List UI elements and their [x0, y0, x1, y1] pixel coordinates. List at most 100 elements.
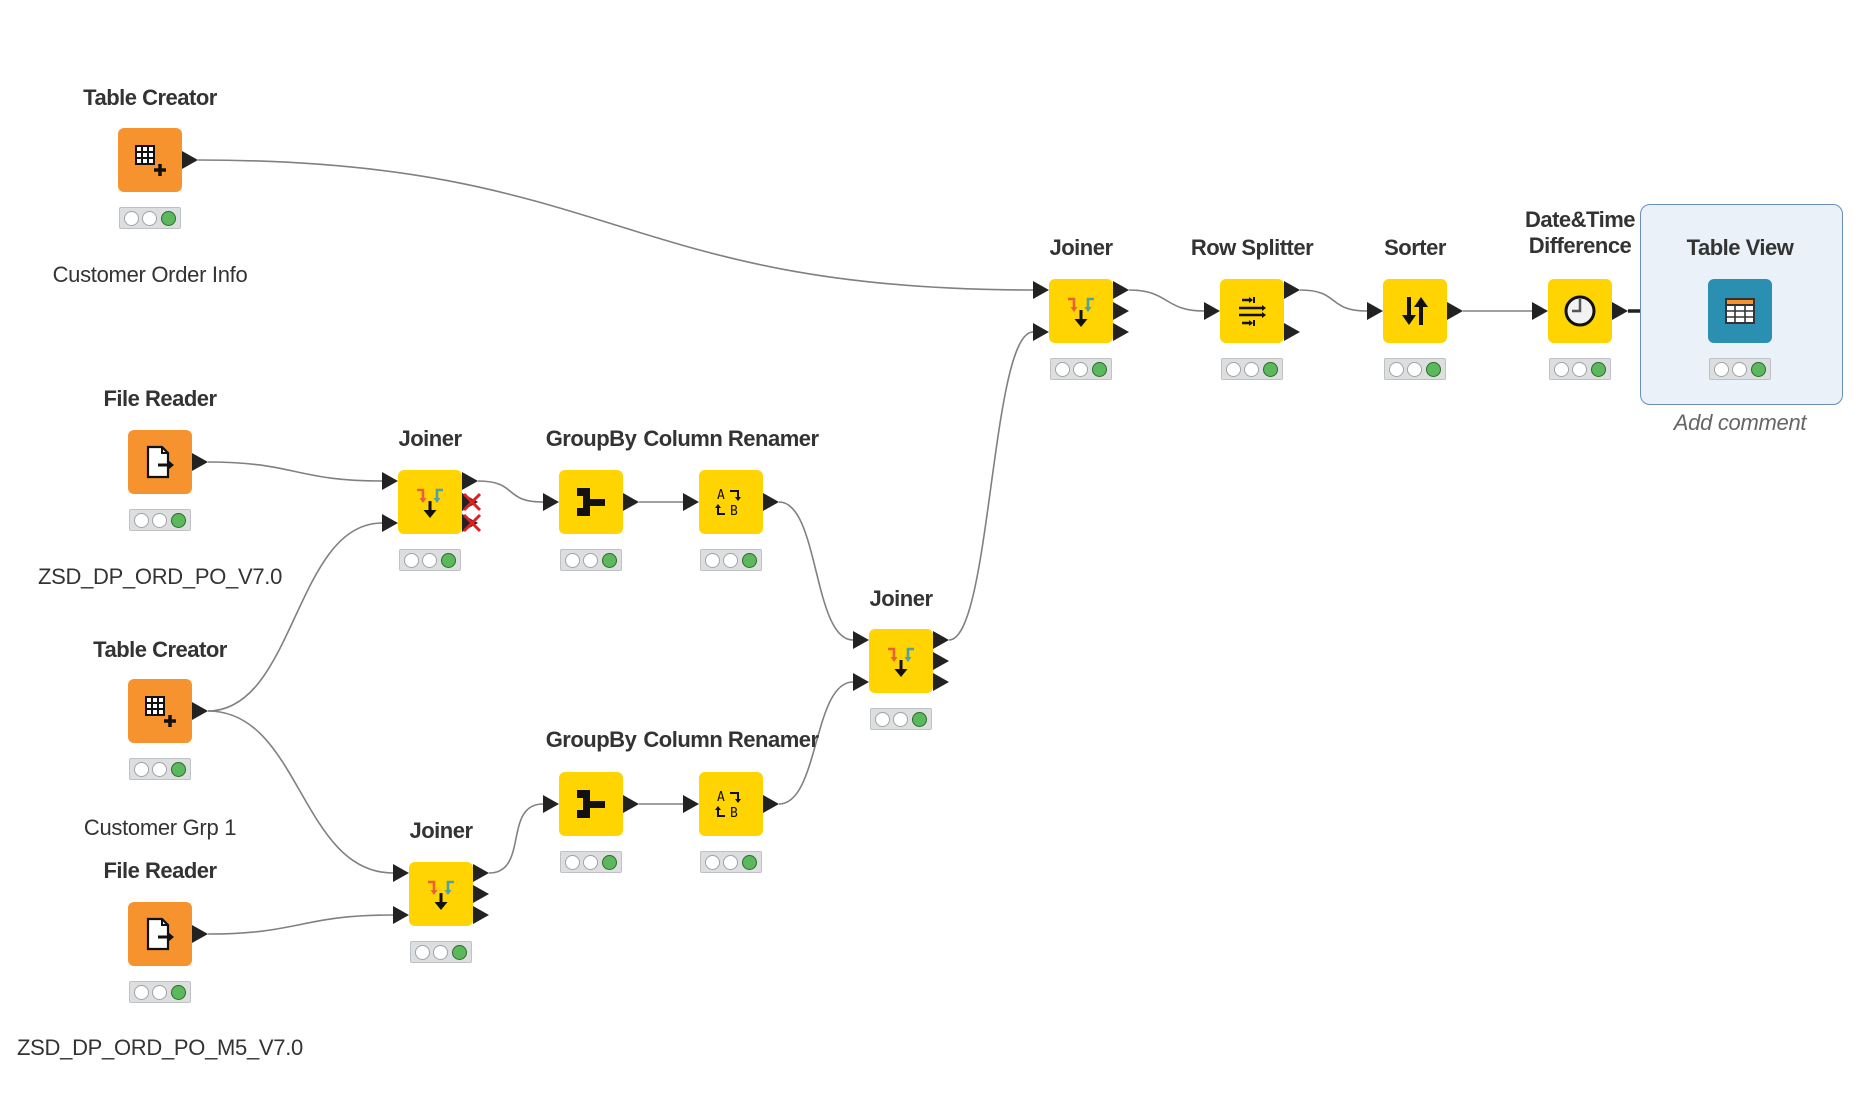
status-light-green	[161, 210, 177, 226]
node-so[interactable]	[1383, 279, 1447, 343]
status-light-red	[1054, 361, 1070, 377]
output-port-tc1-0[interactable]	[182, 151, 198, 169]
node-label-dt[interactable]: Date&Time Difference	[1524, 207, 1636, 258]
input-port-rs-0[interactable]	[1204, 302, 1220, 320]
output-port-rs-0[interactable]	[1284, 281, 1300, 299]
node-rs[interactable]	[1220, 279, 1284, 343]
node-tc1[interactable]	[118, 128, 182, 192]
connection-j2-gb2[interactable]	[488, 803, 544, 874]
node-label-tc2[interactable]: Table Creator	[93, 637, 227, 662]
node-comment-fr2[interactable]: ZSD_DP_ORD_PO_M5_V7.0	[17, 1035, 303, 1060]
input-port-j1-0[interactable]	[382, 472, 398, 490]
output-port-tc2-0[interactable]	[192, 702, 208, 720]
output-port-j1-0[interactable]	[462, 472, 478, 490]
output-port-fr2-0[interactable]	[192, 925, 208, 943]
node-comment-fr1[interactable]: ZSD_DP_ORD_PO_V7.0	[37, 564, 283, 589]
input-port-gb1-0[interactable]	[543, 493, 559, 511]
connection-jm-jt[interactable]	[948, 331, 1034, 641]
connection-tc2-j2[interactable]	[207, 710, 394, 874]
node-label-so[interactable]: Sorter	[1384, 235, 1446, 260]
connection-rs-so[interactable]	[1299, 289, 1368, 312]
connection-tc2-j1[interactable]	[207, 522, 383, 712]
node-label-jt[interactable]: Joiner	[1049, 235, 1113, 260]
node-label-jm[interactable]: Joiner	[869, 586, 933, 611]
status-light-red	[133, 984, 149, 1000]
output-port-cr2-0[interactable]	[763, 795, 779, 813]
clock-icon	[1560, 291, 1600, 331]
output-port-j2-2[interactable]	[473, 906, 489, 924]
input-port-cr1-0[interactable]	[683, 493, 699, 511]
connection-tc1-jt[interactable]	[197, 159, 1034, 291]
node-gb2[interactable]	[559, 772, 623, 836]
node-label-cr1[interactable]: Column Renamer	[643, 426, 819, 451]
node-j1[interactable]	[398, 470, 462, 534]
node-fr1[interactable]	[128, 430, 192, 494]
output-port-rs-1[interactable]	[1284, 323, 1300, 341]
svg-text:A: A	[717, 488, 725, 503]
node-label-gb2[interactable]: GroupBy	[545, 727, 637, 752]
input-port-jt-0[interactable]	[1033, 281, 1049, 299]
output-port-jt-0[interactable]	[1113, 281, 1129, 299]
status-light-green	[912, 711, 928, 727]
svg-text:B: B	[730, 806, 738, 821]
output-port-dt-0[interactable]	[1612, 302, 1628, 320]
output-port-jt-2[interactable]	[1113, 323, 1129, 341]
node-jt[interactable]	[1049, 279, 1113, 343]
connection-jt-rs[interactable]	[1128, 289, 1205, 312]
node-label-gb1[interactable]: GroupBy	[545, 426, 637, 451]
node-label-fr2[interactable]: File Reader	[103, 858, 217, 883]
node-label-rs[interactable]: Row Splitter	[1190, 235, 1314, 260]
output-port-so-0[interactable]	[1447, 302, 1463, 320]
output-port-j2-0[interactable]	[473, 864, 489, 882]
node-comment-tc1[interactable]: Customer Order Info	[52, 262, 248, 287]
node-label-j1[interactable]: Joiner	[398, 426, 462, 451]
output-port-gb2-0[interactable]	[623, 795, 639, 813]
output-port-cr1-0[interactable]	[763, 493, 779, 511]
node-comment-tv[interactable]: Add comment	[1673, 410, 1807, 435]
output-port-fr1-0[interactable]	[192, 453, 208, 471]
node-gb1[interactable]	[559, 470, 623, 534]
input-port-gb2-0[interactable]	[543, 795, 559, 813]
input-port-jm-1[interactable]	[853, 673, 869, 691]
node-label-j2[interactable]: Joiner	[409, 818, 473, 843]
node-jm[interactable]	[869, 629, 933, 693]
output-port-jm-1[interactable]	[933, 652, 949, 670]
status-light-green	[1591, 361, 1607, 377]
node-comment-tc2[interactable]: Customer Grp 1	[83, 815, 237, 840]
input-port-j2-1[interactable]	[393, 906, 409, 924]
connection-cr2-jm[interactable]	[778, 681, 854, 805]
output-port-j2-1[interactable]	[473, 885, 489, 903]
input-port-j1-1[interactable]	[382, 514, 398, 532]
status-indicator-tc1	[119, 207, 181, 229]
input-port-so-0[interactable]	[1367, 302, 1383, 320]
node-fr2[interactable]	[128, 902, 192, 966]
output-port-jm-0[interactable]	[933, 631, 949, 649]
node-label-tv[interactable]: Table View	[1686, 235, 1794, 260]
connection-fr1-j1[interactable]	[207, 461, 383, 482]
input-port-dt-0[interactable]	[1532, 302, 1548, 320]
node-tv[interactable]	[1708, 279, 1772, 343]
status-light-yellow	[1572, 361, 1588, 377]
status-light-red	[403, 552, 419, 568]
input-port-jm-0[interactable]	[853, 631, 869, 649]
status-light-yellow	[152, 984, 168, 1000]
node-dt[interactable]	[1548, 279, 1612, 343]
node-j2[interactable]	[409, 862, 473, 926]
status-indicator-fr1	[129, 509, 191, 531]
connection-j1-gb1[interactable]	[477, 480, 544, 503]
input-port-j2-0[interactable]	[393, 864, 409, 882]
input-port-jt-1[interactable]	[1033, 323, 1049, 341]
node-label-tc1[interactable]: Table Creator	[83, 85, 217, 110]
output-port-gb1-0[interactable]	[623, 493, 639, 511]
connection-fr2-j2[interactable]	[207, 914, 394, 935]
output-port-jm-2[interactable]	[933, 673, 949, 691]
input-port-cr2-0[interactable]	[683, 795, 699, 813]
output-port-jt-1[interactable]	[1113, 302, 1129, 320]
node-label-cr2[interactable]: Column Renamer	[643, 727, 819, 752]
node-tc2[interactable]	[128, 679, 192, 743]
connection-cr1-jm[interactable]	[778, 501, 854, 641]
node-label-fr1[interactable]: File Reader	[103, 386, 217, 411]
